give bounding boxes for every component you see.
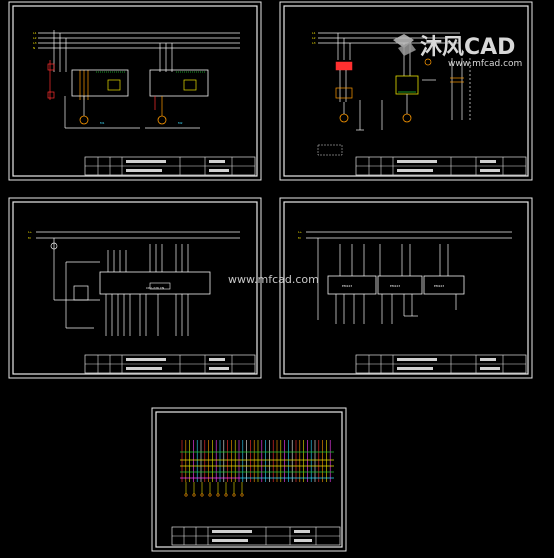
svg-text:L+: L+ [28, 230, 33, 234]
power-bus: L+ M [298, 230, 512, 240]
svg-text:M2: M2 [178, 121, 183, 125]
svg-text:L2: L2 [33, 36, 37, 40]
sheet-inner-border [12, 201, 258, 375]
plc-module: CPU-226 CN [99, 244, 211, 336]
mfcad-logo-icon [393, 34, 416, 56]
svg-text:L+: L+ [298, 230, 303, 234]
title-block [171, 526, 341, 546]
watermark-center-text: www.mfcad.com [228, 273, 319, 286]
title-block [355, 354, 527, 374]
terminal-end-marker [216, 493, 220, 497]
inverter-branch [381, 43, 436, 130]
sheet-outer-frame [8, 197, 262, 379]
power-bus: L1 L2 L3 [312, 31, 460, 45]
input-section [50, 238, 100, 329]
contactor-branch [335, 33, 364, 131]
watermark-brand-text: 沐风CAD [420, 35, 515, 60]
expansion-modules: EM223 EM223 EM223 [317, 238, 465, 324]
sheet-outer-frame [279, 197, 533, 379]
power-bus: L1 L2 L3 N [33, 31, 240, 50]
motor-circuit-2: M2 [145, 43, 209, 129]
title-block [84, 156, 256, 176]
watermark-url-text: www.mfcad.com [448, 59, 522, 69]
sheet-outer-frame [151, 407, 347, 552]
motor-circuit-1: M1 [47, 30, 140, 129]
sheet-outer-frame [8, 1, 262, 181]
sheet-2[interactable]: L1 L2 L3 [279, 1, 533, 181]
title-block [84, 354, 256, 374]
sheet-outer-frame [279, 1, 533, 181]
svg-text:M: M [298, 236, 301, 240]
title-block [355, 156, 527, 176]
terminal-end-marker [208, 493, 212, 497]
plc-output-terminals [105, 294, 189, 336]
plc-input-terminals [107, 244, 189, 272]
svg-text:L3: L3 [312, 41, 316, 45]
svg-text:N: N [33, 46, 35, 50]
sheet-inner-border [12, 5, 258, 177]
terminal-strip [180, 440, 334, 497]
sheet-inner-border [155, 411, 343, 548]
terminal-end-marker [184, 493, 188, 497]
svg-text:M: M [28, 236, 31, 240]
watermark-logo: 沐风CAD www.mfcad.com [393, 34, 522, 69]
power-bus: L+ M [28, 230, 240, 240]
module-label-2: EM223 [390, 284, 400, 288]
sheet-3[interactable]: L+ M CPU-226 CN [8, 197, 262, 379]
svg-text:L2: L2 [312, 36, 316, 40]
svg-text:L1: L1 [33, 31, 37, 35]
sheet-inner-border [283, 5, 529, 177]
transformer-branch [450, 58, 471, 120]
sheet-5[interactable] [151, 407, 347, 552]
terminal-end-marker [200, 493, 204, 497]
sheet-inner-border [283, 201, 529, 375]
svg-text:L1: L1 [312, 31, 316, 35]
sheet-1[interactable]: L1 L2 L3 N M1 [8, 1, 262, 181]
sheet-4[interactable]: L+ M EM223 EM223 EM223 [279, 197, 533, 379]
terminal-end-marker [240, 493, 244, 497]
module-label-3: EM223 [434, 284, 444, 288]
note-box [317, 144, 343, 156]
svg-text:L3: L3 [33, 41, 37, 45]
terminal-end-marker [224, 493, 228, 497]
terminal-end-marker [192, 493, 196, 497]
module-label-1: EM223 [342, 284, 352, 288]
plc-label: CPU-226 CN [146, 286, 164, 290]
terminal-end-marker [232, 493, 236, 497]
svg-text:M1: M1 [100, 121, 105, 125]
